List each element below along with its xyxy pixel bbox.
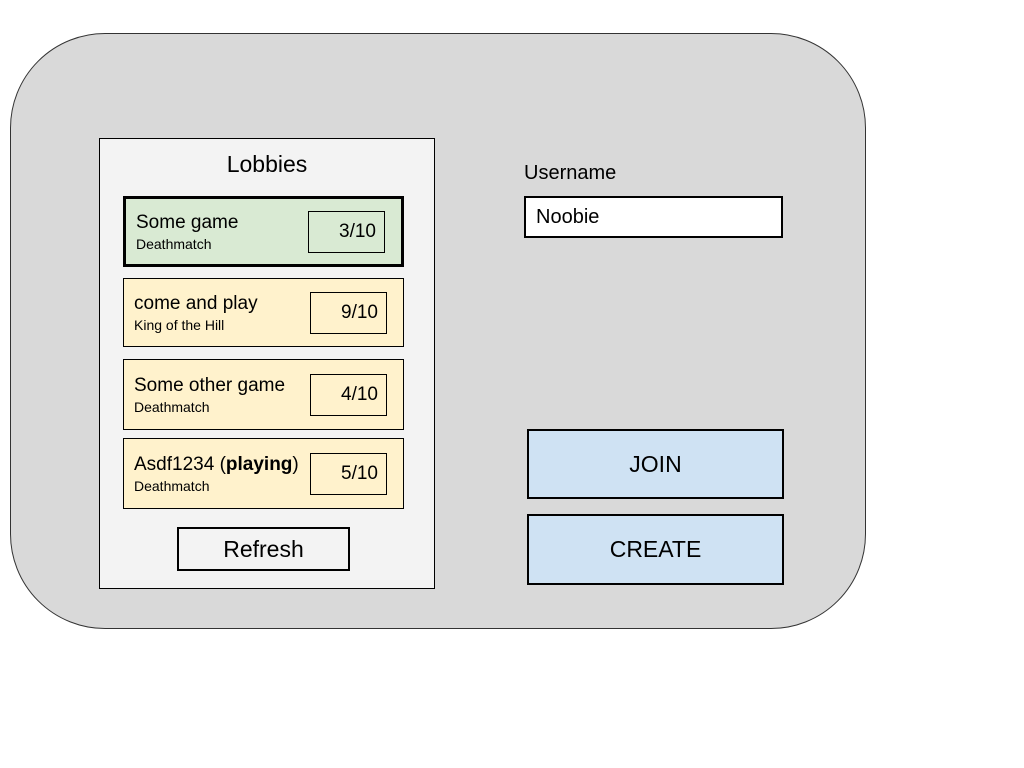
lobby-name-text: Some game	[136, 211, 239, 233]
lobby-info: Some game Deathmatch	[126, 211, 308, 253]
lobby-name-suffix: )	[292, 453, 299, 475]
lobby-mode: King of the Hill	[134, 316, 225, 333]
join-button[interactable]: JOIN	[527, 429, 784, 499]
player-count-badge: 9/10	[310, 291, 387, 334]
player-count-badge: 5/10	[310, 452, 387, 495]
lobby-name-text: Some other game	[134, 374, 286, 396]
refresh-button[interactable]: Refresh	[177, 527, 350, 571]
lobby-mode: Deathmatch	[136, 235, 212, 252]
player-count-badge: 4/10	[310, 373, 387, 416]
lobby-info: come and play King of the Hill	[124, 292, 310, 334]
username-label: Username	[524, 162, 617, 184]
lobby-name: Asdf1234 (playing)	[134, 453, 310, 477]
lobby-info: Asdf1234 (playing) Deathmatch	[124, 453, 310, 495]
lobby-name-text: come and play	[134, 292, 258, 314]
lobby-info: Some other game Deathmatch	[124, 374, 310, 416]
lobby-item-some-game[interactable]: Some game Deathmatch 3/10	[123, 196, 404, 267]
lobbies-panel: Lobbies Some game Deathmatch 3/10 come a…	[99, 138, 435, 589]
lobby-item-some-other-game[interactable]: Some other game Deathmatch 4/10	[123, 359, 404, 430]
lobby-item-asdf1234[interactable]: Asdf1234 (playing) Deathmatch 5/10	[123, 438, 404, 509]
lobby-mode: Deathmatch	[134, 398, 210, 415]
lobby-item-come-and-play[interactable]: come and play King of the Hill 9/10	[123, 278, 404, 347]
lobby-name-bold: playing	[225, 453, 293, 475]
create-button[interactable]: CREATE	[527, 514, 784, 585]
app-window: Lobbies Some game Deathmatch 3/10 come a…	[10, 33, 866, 629]
lobby-name: Some game	[136, 211, 308, 235]
lobbies-title: Lobbies	[226, 151, 308, 177]
player-count-badge: 3/10	[308, 210, 385, 253]
lobby-name: Some other game	[134, 374, 310, 398]
lobby-name: come and play	[134, 292, 310, 316]
lobby-mode: Deathmatch	[134, 477, 210, 494]
lobby-name-text: Asdf1234 (	[134, 453, 226, 475]
username-input[interactable]: Noobie	[524, 196, 783, 238]
